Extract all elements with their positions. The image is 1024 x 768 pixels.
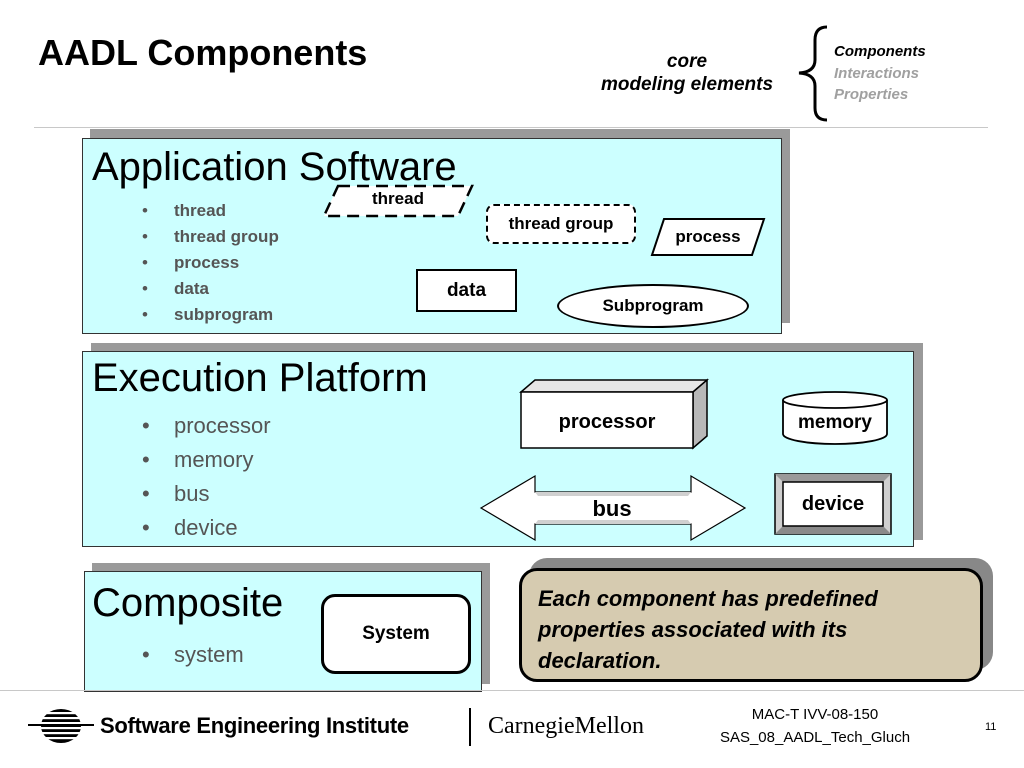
list-item: •data — [142, 279, 209, 298]
header-divider — [34, 127, 988, 128]
thread-group-shape: thread group — [486, 204, 636, 244]
list-item: •subprogram — [142, 305, 274, 324]
sei-name: Software Engineering Institute — [100, 713, 409, 738]
processor-shape — [519, 378, 709, 450]
system-shape: System — [321, 594, 471, 674]
doc-id-line-2: SAS_08_AADL_Tech_Gluch — [719, 729, 911, 746]
list-item: •system — [142, 642, 244, 667]
processor-label: processor — [558, 410, 656, 433]
composite-title: Composite — [92, 581, 284, 625]
list-item: •device — [142, 515, 238, 540]
core-modeling-label: core modeling elements — [578, 50, 796, 96]
app-software-title: Application Software — [92, 145, 457, 189]
process-label: process — [675, 227, 741, 246]
list-item: •memory — [142, 447, 254, 472]
footer-separator — [469, 708, 471, 746]
curly-brace-icon — [798, 25, 828, 122]
doc-id-line-1: MAC-T IVV-08-150 — [751, 706, 879, 723]
page-number: 11 — [985, 721, 997, 733]
thread-label: thread — [372, 189, 424, 208]
cmu-name: CarnegieMellon — [488, 713, 644, 739]
memory-label: memory — [798, 412, 872, 433]
category-components: Components — [834, 43, 926, 60]
exec-platform-title: Execution Platform — [92, 356, 428, 400]
list-item: •bus — [142, 481, 210, 506]
list-item: •process — [142, 253, 240, 272]
bus-label: bus — [592, 496, 632, 521]
sei-logo-icon — [28, 709, 94, 743]
subprogram-shape: Subprogram — [557, 284, 749, 328]
thread-shape — [322, 184, 474, 218]
process-shape — [650, 218, 766, 256]
core-line-2: modeling elements — [600, 74, 774, 95]
list-item: •thread — [142, 201, 226, 220]
list-item: •thread group — [142, 227, 279, 246]
data-shape: data — [416, 269, 517, 312]
category-properties: Properties — [834, 86, 909, 103]
slide-title: AADL Components — [38, 32, 368, 73]
device-shape — [774, 473, 892, 535]
list-item: •processor — [142, 413, 271, 438]
device-label: device — [801, 492, 865, 515]
memory-shape — [782, 391, 888, 445]
core-line-1: core — [666, 51, 708, 72]
bus-shape — [479, 474, 747, 542]
category-interactions: Interactions — [834, 65, 920, 82]
footer-divider — [0, 690, 1024, 691]
note-box: Each component has predefined properties… — [519, 568, 983, 682]
